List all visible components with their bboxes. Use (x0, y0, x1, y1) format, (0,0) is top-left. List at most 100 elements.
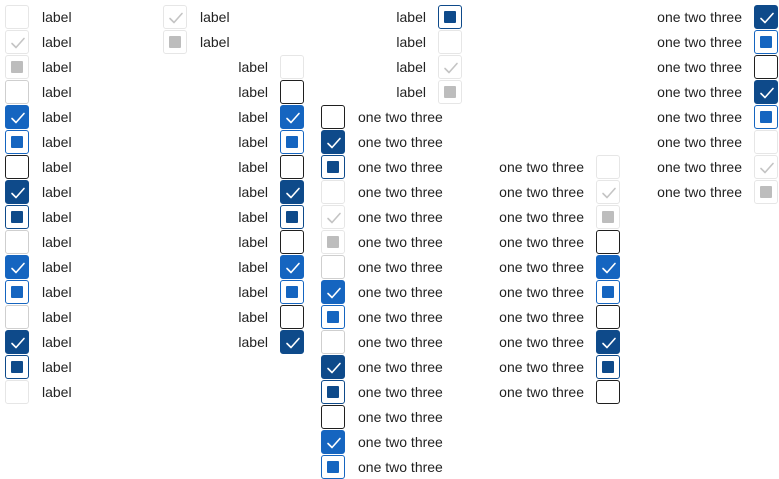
col1-label-right-label: label (42, 184, 72, 200)
col4-long-label-right-checkbox[interactable] (321, 255, 345, 279)
indeterminate-mark-icon (760, 186, 772, 198)
col6-long-label-left-label: one two three (657, 34, 742, 50)
col1-label-right-checkbox[interactable] (5, 255, 29, 279)
col1-label-right-checkbox (5, 380, 29, 404)
col6-long-label-left-label: one two three (657, 184, 742, 200)
indeterminate-mark-icon (602, 361, 614, 373)
check-icon (169, 12, 183, 24)
col5-long-label-left-label: one two three (499, 334, 584, 350)
col3-label-left-checkbox[interactable] (280, 305, 304, 329)
col5-long-label-left-checkbox[interactable] (596, 380, 620, 404)
col6-long-label-left-checkbox[interactable] (754, 55, 778, 79)
col1-label-right-checkbox (5, 180, 29, 204)
col4-long-label-right-label: one two three (358, 234, 443, 250)
check-icon (327, 137, 341, 149)
col2-label-right-disabled-checkbox (163, 5, 187, 29)
check-icon (327, 362, 341, 374)
col5-long-label-left-label: one two three (499, 209, 584, 225)
col6-long-label-left-checkbox (754, 180, 778, 204)
col4-long-label-right-label: one two three (358, 209, 443, 225)
col1-label-right-checkbox[interactable] (5, 130, 29, 154)
col4-long-label-right-label: one two three (358, 284, 443, 300)
col3-label-left-label: label (238, 109, 268, 125)
col3-label-left-checkbox (438, 55, 462, 79)
col1-label-right-checkbox[interactable] (5, 155, 29, 179)
col1-label-right-label: label (42, 309, 72, 325)
col3-label-left-checkbox (438, 5, 462, 29)
col1-label-right-label: label (42, 159, 72, 175)
col6-long-label-left-checkbox (754, 155, 778, 179)
col5-long-label-left-label: one two three (499, 184, 584, 200)
col3-label-left-label: label (238, 334, 268, 350)
col1-label-right-label: label (42, 234, 72, 250)
col5-long-label-left-checkbox[interactable] (596, 255, 620, 279)
col4-long-label-right-checkbox[interactable] (321, 405, 345, 429)
col5-long-label-left-checkbox (596, 155, 620, 179)
col1-label-right-label: label (42, 9, 72, 25)
col3-label-left-label: label (238, 159, 268, 175)
indeterminate-mark-icon (444, 11, 456, 23)
col4-long-label-right-label: one two three (358, 434, 443, 450)
col3-label-left-checkbox[interactable] (280, 230, 304, 254)
col3-label-left-checkbox[interactable] (280, 130, 304, 154)
indeterminate-mark-icon (602, 211, 614, 223)
col1-label-right-checkbox[interactable] (5, 105, 29, 129)
indeterminate-mark-icon (11, 361, 23, 373)
col1-label-right-checkbox[interactable] (5, 230, 29, 254)
col4-long-label-right-label: one two three (358, 259, 443, 275)
col4-long-label-right-label: one two three (358, 334, 443, 350)
col4-long-label-right-checkbox (321, 355, 345, 379)
check-icon (602, 262, 616, 274)
col5-long-label-left-label: one two three (499, 384, 584, 400)
col3-label-left-checkbox (280, 330, 304, 354)
col4-long-label-right-checkbox[interactable] (321, 305, 345, 329)
col5-long-label-left-label: one two three (499, 234, 584, 250)
check-icon (760, 162, 774, 174)
col4-long-label-right-label: one two three (358, 384, 443, 400)
col6-long-label-left-checkbox (754, 5, 778, 29)
check-icon (11, 262, 25, 274)
col6-long-label-left-checkbox (754, 130, 778, 154)
col1-label-right-checkbox (5, 30, 29, 54)
indeterminate-mark-icon (327, 386, 339, 398)
col3-label-left-checkbox[interactable] (280, 80, 304, 104)
col2-label-right-disabled-label: label (200, 34, 230, 50)
col3-label-left-checkbox[interactable] (280, 105, 304, 129)
check-icon (11, 187, 25, 199)
col1-label-right-label: label (42, 59, 72, 75)
col1-label-right-label: label (42, 34, 72, 50)
col4-long-label-right-checkbox[interactable] (321, 280, 345, 304)
col6-long-label-left-checkbox[interactable] (754, 105, 778, 129)
indeterminate-mark-icon (11, 211, 23, 223)
col1-label-right-checkbox[interactable] (5, 280, 29, 304)
col1-label-right-label: label (42, 109, 72, 125)
col5-long-label-left-checkbox[interactable] (596, 280, 620, 304)
col3-label-left-checkbox[interactable] (280, 155, 304, 179)
col5-long-label-left-label: one two three (499, 359, 584, 375)
col3-label-left-checkbox[interactable] (280, 280, 304, 304)
col4-long-label-right-checkbox[interactable] (321, 455, 345, 479)
col5-long-label-left-checkbox[interactable] (596, 230, 620, 254)
col1-label-right-checkbox[interactable] (5, 80, 29, 104)
col3-label-left-checkbox (280, 205, 304, 229)
col1-label-right-label: label (42, 84, 72, 100)
col1-label-right-checkbox (5, 330, 29, 354)
indeterminate-mark-icon (327, 161, 339, 173)
col4-long-label-right-checkbox[interactable] (321, 330, 345, 354)
check-icon (286, 337, 300, 349)
col4-long-label-right-checkbox[interactable] (321, 105, 345, 129)
col1-label-right-checkbox[interactable] (5, 305, 29, 329)
col3-label-left-checkbox[interactable] (280, 255, 304, 279)
check-icon (760, 87, 774, 99)
col1-label-right-checkbox (5, 5, 29, 29)
col4-long-label-right-label: one two three (358, 409, 443, 425)
col5-long-label-left-checkbox (596, 180, 620, 204)
col5-long-label-left-checkbox[interactable] (596, 305, 620, 329)
col3-label-left-label: label (238, 259, 268, 275)
col5-long-label-left-label: one two three (499, 259, 584, 275)
col5-long-label-left-label: one two three (499, 309, 584, 325)
col4-long-label-right-checkbox[interactable] (321, 430, 345, 454)
col6-long-label-left-checkbox[interactable] (754, 30, 778, 54)
indeterminate-mark-icon (11, 61, 23, 73)
col3-label-left-label: label (238, 134, 268, 150)
